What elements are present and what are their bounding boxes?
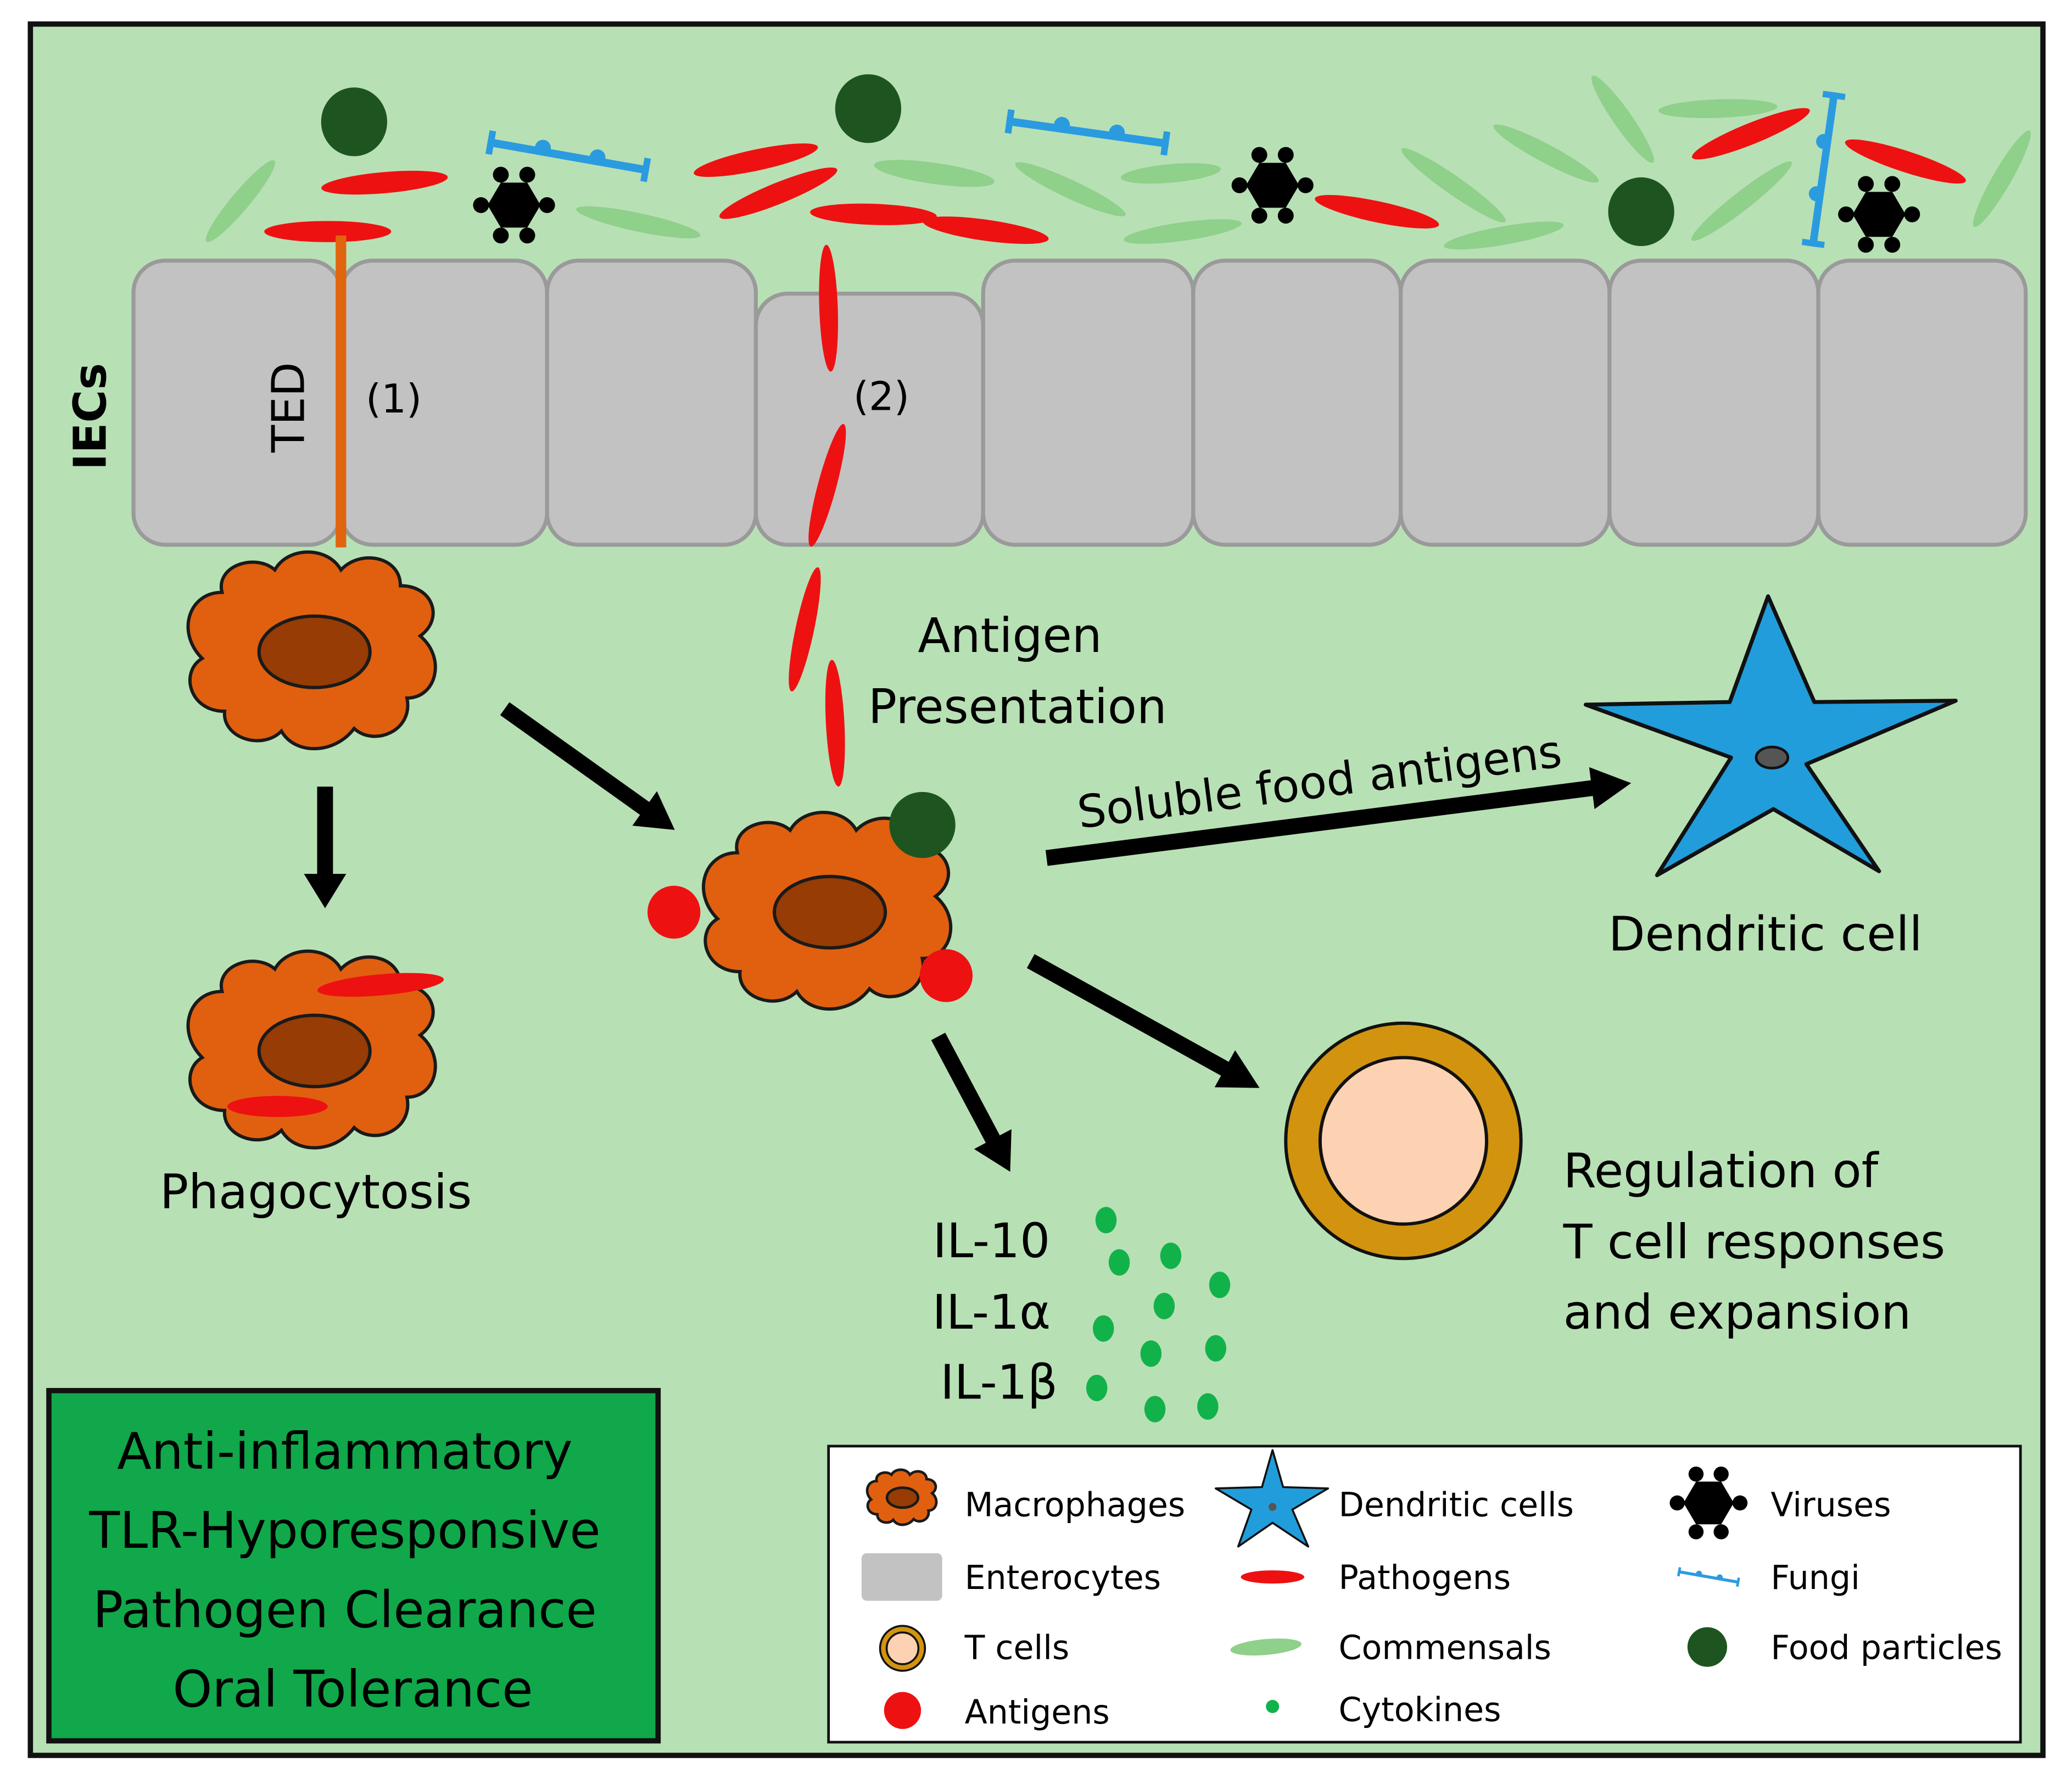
enterocyte xyxy=(981,258,1196,547)
macrophage-icon xyxy=(867,1470,936,1525)
arrow-to-dendritic-cell xyxy=(1045,767,1632,866)
legend-label: Pathogens xyxy=(1339,1559,1511,1597)
route-1-label: (1) xyxy=(366,376,422,422)
ted-label: TED xyxy=(263,362,315,453)
route-2-label: (2) xyxy=(853,373,909,420)
cytokine-dots xyxy=(1086,1207,1231,1423)
summary-line: TLR-Hyporesponsive xyxy=(88,1501,600,1560)
legend-label: Macrophages xyxy=(965,1486,1186,1524)
enterocyte-layer xyxy=(131,258,2028,547)
legend-label: Enterocytes xyxy=(965,1559,1161,1597)
svg-text:Macrophages Dendritic ce: Macrophages Dendritic cells Viruses Ente… xyxy=(964,1486,2013,1732)
summary-line: Oral Tolerance xyxy=(172,1660,533,1719)
macrophage-antigen-presenting xyxy=(647,791,973,1009)
lumen-pathogens xyxy=(264,108,1966,244)
enterocyte xyxy=(1816,258,2028,547)
legend-label: Dendritic cells xyxy=(1339,1486,1574,1524)
enterocyte xyxy=(1399,258,1612,547)
dendritic-cell-icon xyxy=(1214,1449,1330,1548)
svg-text:Anti-inflammatory TLR-Hy: Anti-inflammatory TLR-Hyporesponsive Pat… xyxy=(88,1422,616,1719)
cytokine-icon xyxy=(1266,1699,1280,1713)
macrophage-sampling xyxy=(188,552,435,749)
antigen-icon xyxy=(884,1692,921,1729)
cytokine-names: IL-10 IL-1α IL-1β xyxy=(932,1214,1065,1410)
tcell-icon xyxy=(879,1625,926,1672)
enterocyte xyxy=(1607,258,1820,547)
legend-label: Viruses xyxy=(1771,1486,1891,1524)
summary-line: Pathogen Clearance xyxy=(93,1581,597,1640)
legend-label: Fungi xyxy=(1771,1559,1859,1597)
arrow-to-antigen-presentation xyxy=(500,702,675,830)
summary-box: Anti-inflammatory TLR-Hyporesponsive Pat… xyxy=(46,1388,661,1744)
lumen-commensals xyxy=(205,75,2031,250)
dendritic-cell-label: Dendritic cell xyxy=(1609,907,1923,962)
pathogen-crossing-route xyxy=(789,244,846,787)
legend-label: Cytokines xyxy=(1339,1691,1501,1729)
arrow-to-cytokines xyxy=(931,1033,1012,1172)
summary-line: Anti-inflammatory xyxy=(117,1422,572,1481)
lumen-food-particles xyxy=(321,74,1674,247)
enterocyte xyxy=(545,258,758,547)
iecs-label: IECs xyxy=(65,363,117,470)
legend-label: T cells xyxy=(964,1629,1070,1667)
antigen-presentation-label: Antigen Presentation xyxy=(868,609,1167,735)
legend-label: Antigens xyxy=(965,1693,1110,1732)
arrow-to-tcell xyxy=(1026,954,1260,1088)
phagocytosis-label: Phagocytosis xyxy=(160,1165,472,1220)
dendritic-cell xyxy=(1583,594,1958,878)
food-particle-icon xyxy=(1687,1627,1727,1667)
tcell xyxy=(1284,1021,1523,1261)
legend-label: Commensals xyxy=(1339,1629,1551,1667)
commensal-icon xyxy=(1230,1638,1302,1656)
enterocyte xyxy=(1191,258,1403,547)
legend: Macrophages Dendritic cells Viruses Ente… xyxy=(827,1445,2022,1744)
tcell-regulation-label: Regulation of T cell responses and expan… xyxy=(1563,1144,1961,1340)
macrophage-phagocytic xyxy=(188,951,444,1148)
arrows xyxy=(304,702,1632,1172)
pathogen-icon xyxy=(1241,1570,1304,1584)
legend-label: Food particles xyxy=(1771,1629,2002,1667)
transepithelial-dendrite xyxy=(336,235,347,548)
enterocyte-icon xyxy=(861,1553,942,1601)
arrow-to-phagocytosis xyxy=(304,787,347,908)
